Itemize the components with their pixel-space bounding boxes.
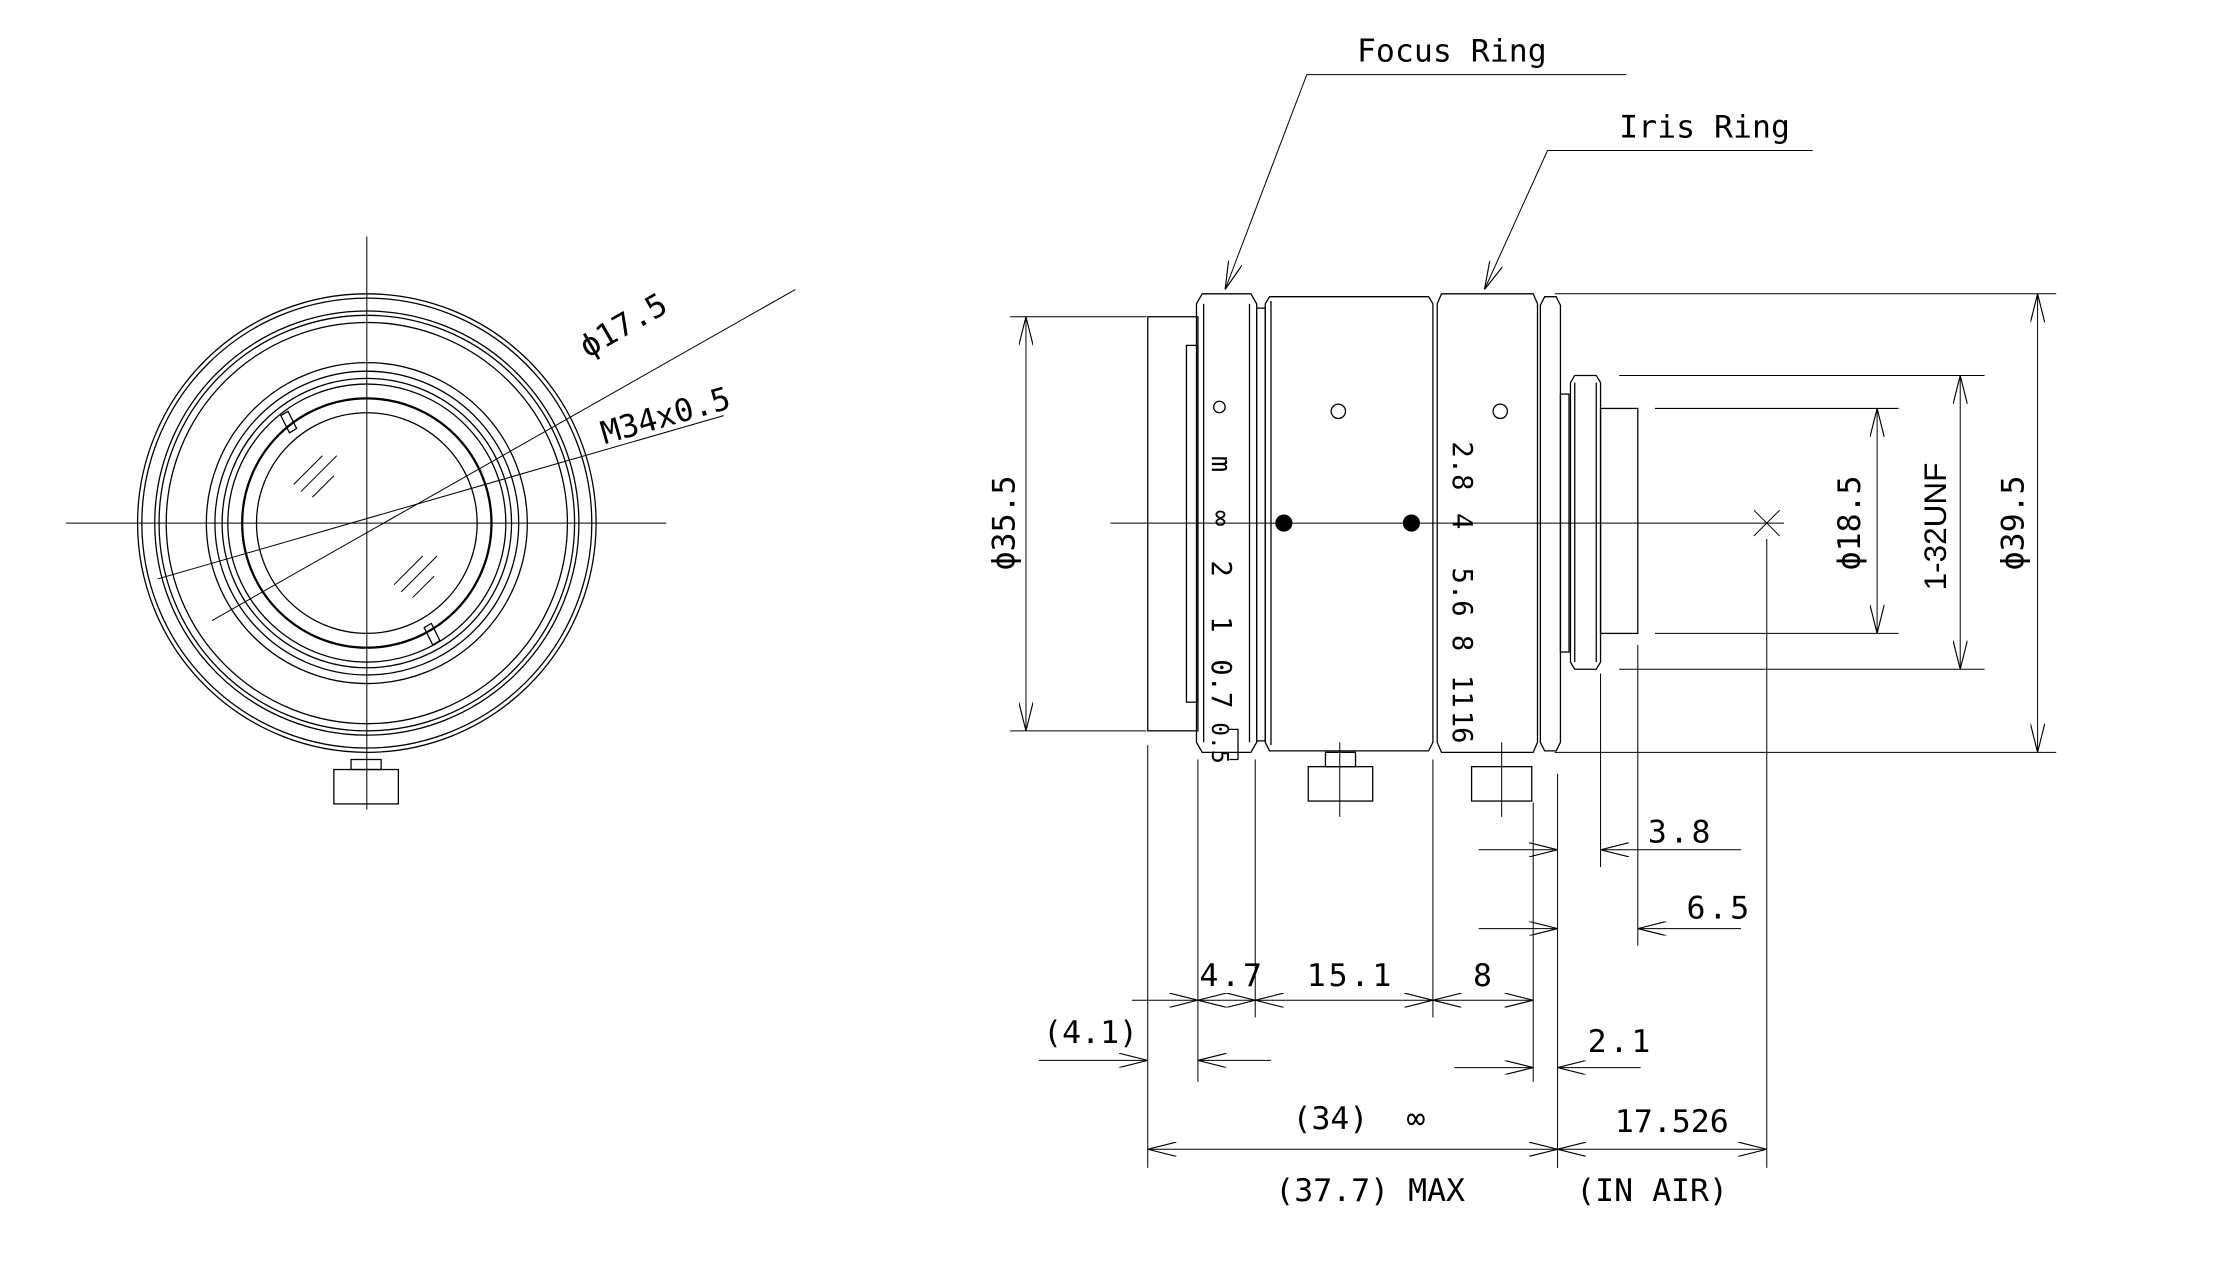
front-view: ϕ17.5 M34x0.5 (65, 236, 796, 810)
dim-phi-35-5: ϕ35.5 (986, 475, 1022, 570)
dim-mount-thread (1619, 374, 1985, 670)
glass-hatch (293, 455, 438, 598)
focus-scale: m ∞ 2 1 0.7 0.5 (1205, 456, 1236, 764)
in-air-label: (IN AIR) (1576, 1173, 1728, 1209)
front-rings (136, 293, 597, 753)
focus-scale-2: 2 (1205, 560, 1236, 576)
iris-ring-callout: Iris Ring (1484, 110, 1813, 290)
iris-scale-8: 8 (1446, 635, 1477, 651)
dim-flange-back-label: 17.526 (1615, 1104, 1729, 1140)
dim-15-1-label: 15.1 (1307, 958, 1394, 994)
dim-max-label: (37.7) MAX (1275, 1173, 1465, 1209)
extension-lines (1147, 538, 1768, 1168)
focus-scale-m: m (1205, 456, 1236, 472)
iris-scale-16: 16 (1446, 711, 1477, 744)
dim-4-7-label: 4.7 (1199, 958, 1265, 994)
iris-scale: 2.8 4 5.6 8 11 16 (1446, 441, 1477, 743)
focus-ring-callout: Focus Ring (1225, 34, 1627, 290)
dim-3-8-label: 3.8 (1648, 815, 1714, 851)
focus-ring-body (1195, 293, 1258, 753)
dim-2-1-label: 2.1 (1588, 1024, 1654, 1060)
iris-scale-5-6: 5.6 (1446, 567, 1477, 616)
dim-m34: M34x0.5 (597, 381, 735, 452)
dim-6-5-label: 6.5 (1687, 891, 1753, 927)
focus-scale-0-7: 0.7 (1205, 659, 1236, 708)
dim-front-diameter (1010, 316, 1147, 732)
dim-4-1-label: (4.1) (1043, 1015, 1138, 1051)
diameter-leader (157, 289, 796, 621)
lens-barrel (1264, 296, 1434, 752)
dim-phi-39-5: ϕ39.5 (1995, 475, 2031, 570)
dim-phi-18-5: ϕ18.5 (1832, 475, 1868, 570)
iris-scale-4: 4 (1446, 513, 1477, 529)
front-set-screw (333, 758, 399, 805)
focus-scale-0-5: 0.5 (1206, 722, 1232, 763)
iris-ring-body (1436, 293, 1539, 753)
iris-ring-label: Iris Ring (1619, 110, 1790, 146)
focus-screw (1307, 742, 1374, 817)
focus-scale-inf: ∞ (1205, 510, 1236, 526)
iris-scale-2-8: 2.8 (1446, 441, 1477, 490)
iris-scale-11: 11 (1446, 675, 1477, 708)
dim-phi-17-5: ϕ17.5 (573, 287, 673, 366)
iris-screw (1470, 742, 1533, 817)
dim-1-32unf: 1-32UNF (1917, 463, 1953, 591)
dim-rear-diameter (1655, 407, 1899, 634)
c-mount (1559, 374, 1639, 670)
flange-focal-mark (1753, 509, 1781, 537)
dim-8-label: 8 (1473, 958, 1492, 994)
iris-index-dot (1402, 514, 1421, 532)
dim-34-inf-label: (34) ∞ (1292, 1101, 1425, 1137)
focus-ring-label: Focus Ring (1357, 34, 1547, 70)
front-cap (1147, 316, 1199, 732)
side-view: m ∞ 2 1 0.7 0.5 2.8 4 5.6 8 11 16 Focus … (986, 34, 2057, 1209)
focus-index-dot (1275, 514, 1293, 532)
focus-scale-1: 1 (1205, 616, 1236, 632)
